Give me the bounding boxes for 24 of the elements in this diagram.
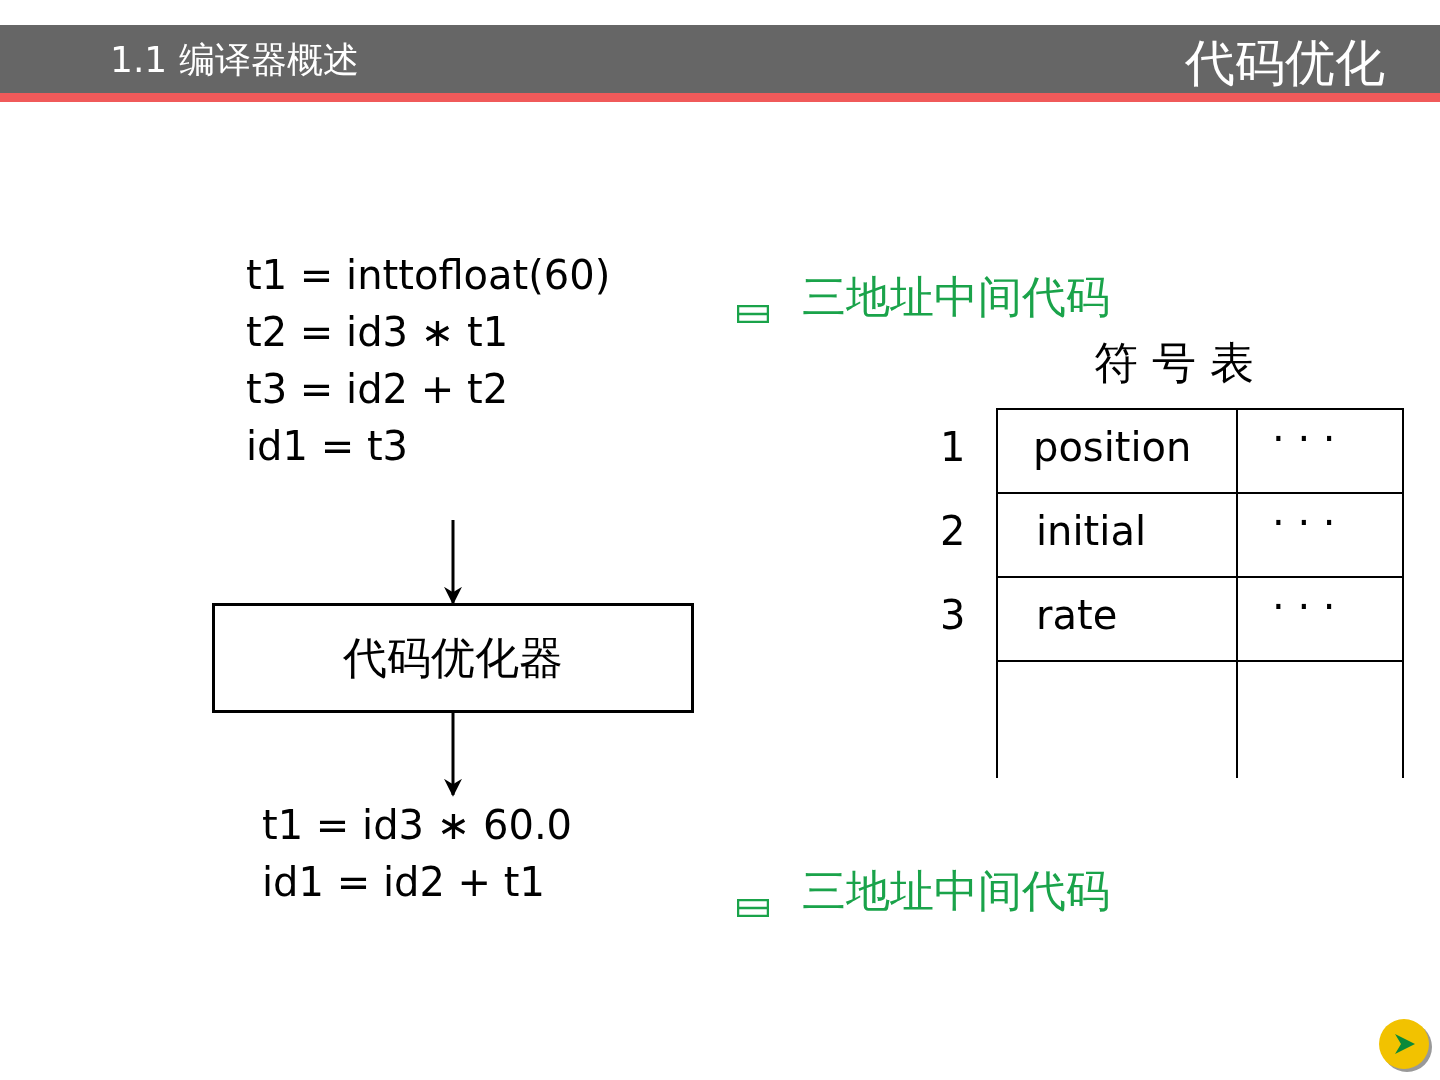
arrow xyxy=(444,520,462,605)
row-number: 3 xyxy=(940,592,966,638)
annotation: 三地址中间代码 xyxy=(802,270,1110,324)
code-line: id1 = t3 xyxy=(246,422,410,471)
slide-title: 代码优化 xyxy=(1185,33,1385,94)
table-cell-text: initial xyxy=(1036,508,1146,554)
table-caption: 符 号 表 xyxy=(1094,336,1254,390)
row-number: 1 xyxy=(940,424,966,470)
row-number: 2 xyxy=(940,508,966,554)
table-cell-text: · · · xyxy=(1272,416,1336,462)
arrow xyxy=(444,713,462,797)
code-line: id1 = id2 + t1 xyxy=(262,858,546,907)
code-line: t1 = inttofloat(60) xyxy=(246,251,612,300)
code-line: t3 = id2 + t2 xyxy=(246,365,510,414)
table-cell-text: position xyxy=(1033,424,1192,470)
annotation: 三地址中间代码 xyxy=(802,864,1110,918)
box-label: 代码优化器 xyxy=(343,630,563,685)
table-cell-text: rate xyxy=(1036,592,1118,638)
section-heading: 1.1 编译器概述 xyxy=(110,38,359,82)
table-cell-text: · · · xyxy=(1272,500,1336,546)
code-line: t2 = id3 ∗ t1 xyxy=(246,308,510,357)
process-box xyxy=(212,603,694,713)
table-cell-text: · · · xyxy=(1272,584,1336,630)
code-line: t1 = id3 ∗ 60.0 xyxy=(262,801,574,850)
